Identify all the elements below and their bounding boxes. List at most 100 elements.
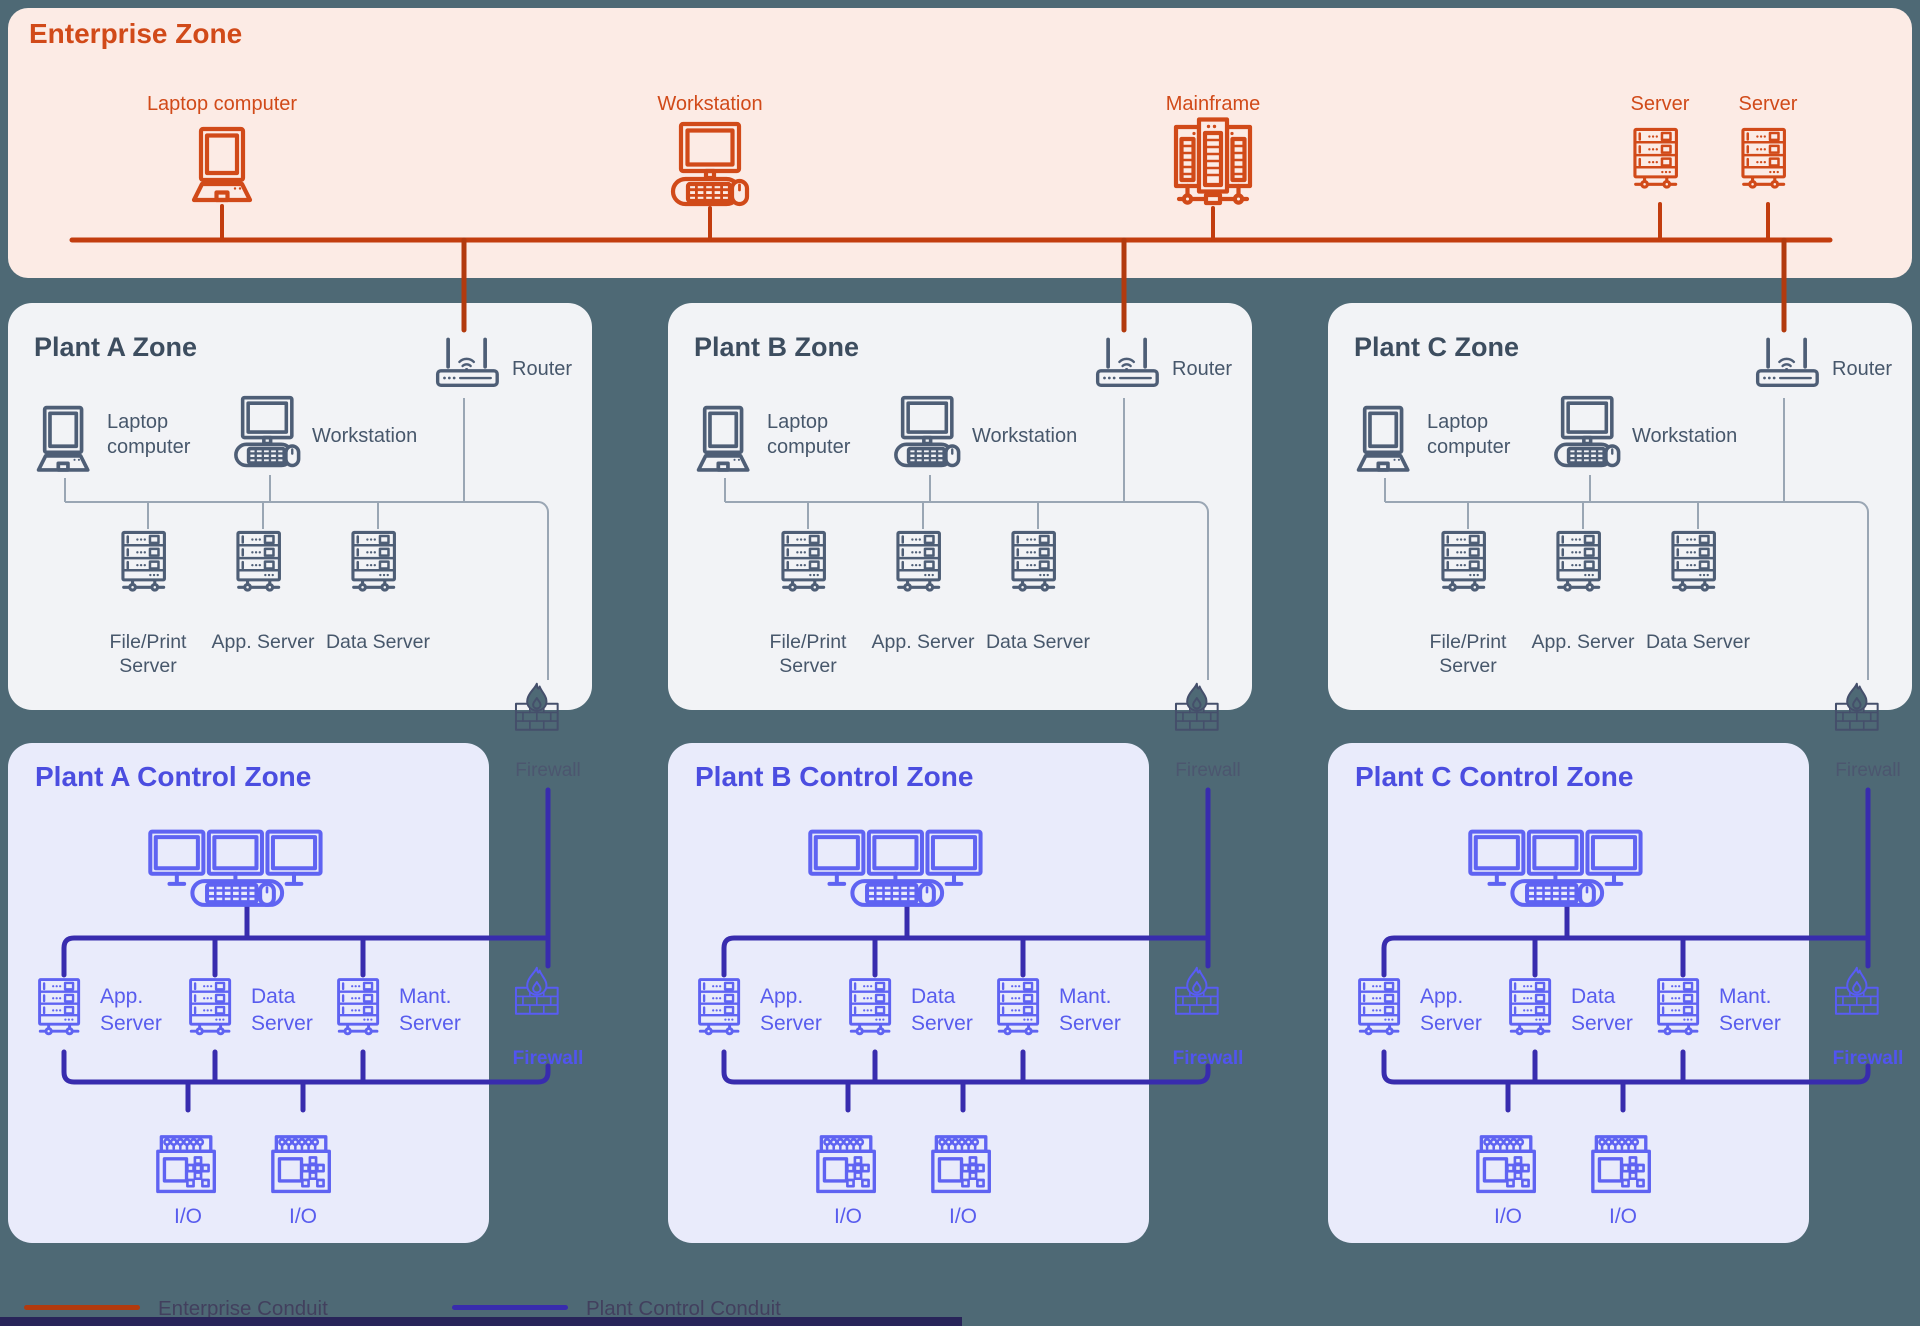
plant-b-control-zone-title: Plant B Control Zone (695, 761, 974, 792)
enterprise-conduit-swatch (24, 1305, 140, 1310)
control-c-io-2-label: I/O (1608, 1205, 1637, 1228)
server-icon (121, 530, 166, 592)
server-icon (236, 530, 281, 592)
plant-b-workstation-label: Workstation (972, 425, 1078, 447)
plant-c-app-server-label: App. Server (1531, 631, 1635, 653)
plant-c-control-zone-title: Plant C Control Zone (1355, 761, 1634, 792)
server-icon (781, 530, 826, 592)
plant-b-laptop-label: Laptop computer (767, 411, 851, 458)
router-icon (1095, 337, 1160, 388)
plant-a-firewall-label: Firewall (515, 760, 581, 781)
plant-c-data-server-label: Data Server (1645, 631, 1751, 653)
control-b-io-2-label: I/O (948, 1205, 977, 1228)
enterprise-server-2-label: Server (1738, 93, 1798, 115)
plant-b-data-server-label: Data Server (985, 631, 1091, 653)
server-icon (1633, 127, 1678, 189)
control-a-io-1-label: I/O (173, 1205, 202, 1228)
control-a-firewall-label: Firewall (512, 1048, 584, 1069)
enterprise-workstation-label: Workstation (657, 93, 763, 115)
control-b-io-1-label: I/O (833, 1205, 862, 1228)
control-b-mant-server-label: Mant. Server (1059, 985, 1121, 1035)
bottom-bar (0, 1317, 962, 1326)
plant-a-router-label: Router (512, 358, 573, 380)
server-icon (337, 978, 380, 1036)
plant-c-router-label: Router (1832, 358, 1893, 380)
enterprise-mainframe-label: Mainframe (1165, 93, 1261, 115)
plant-b-zone-title: Plant B Zone (694, 332, 860, 362)
firewall-icon (1174, 682, 1219, 731)
server-icon (1741, 127, 1786, 189)
enterprise-zone-title: Enterprise Zone (29, 18, 243, 49)
control-b-app-server-label: App. Server (760, 985, 822, 1035)
server-icon (997, 978, 1040, 1036)
io-module-icon (271, 1135, 331, 1194)
laptop-icon (36, 405, 90, 472)
server-icon (351, 530, 396, 592)
laptop-icon (1356, 405, 1410, 472)
firewall-icon (1834, 966, 1879, 1015)
server-icon (849, 978, 892, 1036)
plant-a-control-zone-title: Plant A Control Zone (35, 761, 312, 792)
firewall-icon (514, 682, 559, 731)
control-a-data-server-label: Data Server (251, 985, 313, 1035)
plant-a-workstation-label: Workstation (312, 425, 418, 447)
server-icon (1556, 530, 1601, 592)
plant-c-firewall-label: Firewall (1835, 760, 1901, 781)
laptop-icon (696, 405, 750, 472)
server-icon (38, 978, 81, 1036)
control-a-io-2-label: I/O (288, 1205, 317, 1228)
plant-b-fileprint-server-label: File/Print Server (769, 631, 847, 677)
plant-b-router-label: Router (1172, 358, 1233, 380)
plant-control-conduit-label: Plant Control Conduit (586, 1297, 781, 1320)
server-icon (896, 530, 941, 592)
enterprise-laptop-label: Laptop computer (146, 93, 298, 115)
control-b-firewall-label: Firewall (1172, 1048, 1244, 1069)
io-module-icon (1476, 1135, 1536, 1194)
workstation-icon (671, 122, 749, 208)
mainframe-icon (1171, 116, 1255, 206)
control-a-app-server-label: App. Server (100, 985, 162, 1035)
plant-a-data-server-label: Data Server (325, 631, 431, 653)
io-module-icon (931, 1135, 991, 1194)
server-icon (1441, 530, 1486, 592)
control-c-data-server-label: Data Server (1571, 985, 1633, 1035)
router-icon (435, 337, 500, 388)
io-module-icon (1591, 1135, 1651, 1194)
workstation-icon (1554, 395, 1621, 468)
io-module-icon (156, 1135, 216, 1194)
server-icon (1509, 978, 1552, 1036)
hmi-workstation-icon (808, 828, 996, 912)
plant-a-fileprint-server-label: File/Print Server (109, 631, 187, 677)
control-c-firewall-label: Firewall (1832, 1048, 1904, 1069)
firewall-icon (1834, 682, 1879, 731)
plant-a-laptop-label: Laptop computer (107, 411, 191, 458)
plant-c-zone-title: Plant C Zone (1354, 332, 1520, 362)
plant-b-firewall-label: Firewall (1175, 760, 1241, 781)
plant-c-workstation-label: Workstation (1632, 425, 1738, 447)
server-icon (1011, 530, 1056, 592)
enterprise-zone-panel (8, 8, 1912, 278)
plant-a-app-server-label: App. Server (211, 631, 315, 653)
server-icon (189, 978, 232, 1036)
plant-c-fileprint-server-label: File/Print Server (1429, 631, 1507, 677)
server-icon (1358, 978, 1401, 1036)
router-icon (1755, 337, 1820, 388)
server-icon (1657, 978, 1700, 1036)
plant-control-conduit-swatch (452, 1305, 568, 1310)
control-b-data-server-label: Data Server (911, 985, 973, 1035)
hmi-workstation-icon (148, 828, 336, 912)
server-icon (698, 978, 741, 1036)
control-c-mant-server-label: Mant. Server (1719, 985, 1781, 1035)
enterprise-conduit-label: Enterprise Conduit (158, 1297, 328, 1320)
laptop-icon (190, 126, 254, 204)
firewall-icon (514, 966, 559, 1015)
workstation-icon (234, 395, 301, 468)
plant-b-app-server-label: App. Server (871, 631, 975, 653)
workstation-icon (894, 395, 961, 468)
control-a-mant-server-label: Mant. Server (399, 985, 461, 1035)
plant-c-laptop-label: Laptop computer (1427, 411, 1511, 458)
control-c-app-server-label: App. Server (1420, 985, 1482, 1035)
firewall-icon (1174, 966, 1219, 1015)
hmi-workstation-icon (1468, 828, 1656, 912)
